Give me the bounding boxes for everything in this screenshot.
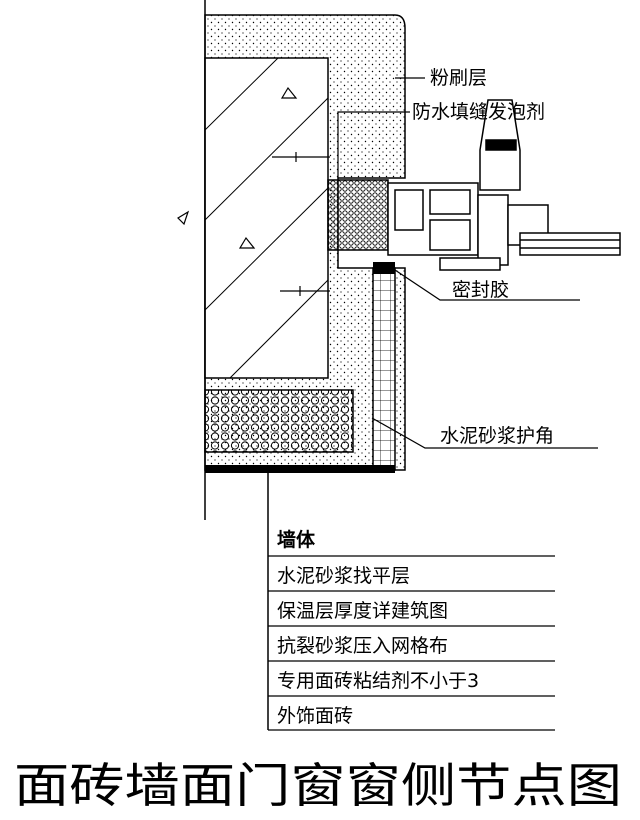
insulation-layer xyxy=(204,389,354,453)
drawing-title: 面砖墙面门窗窗侧节点图 xyxy=(14,759,622,814)
callout-mortar-corner: 水泥砂浆护角 xyxy=(440,425,554,447)
window-frame-profile xyxy=(387,99,621,271)
legend-item-facing-tile: 外饰面砖 xyxy=(277,705,353,727)
foam-infill xyxy=(327,179,389,251)
legend-item-anticrack-mesh: 抗裂砂浆压入网格布 xyxy=(277,635,448,657)
callout-plaster: 粉刷层 xyxy=(430,67,487,89)
sealant-block xyxy=(373,262,395,274)
legend-item-leveling-mortar: 水泥砂浆找平层 xyxy=(277,565,410,587)
masonry-block xyxy=(204,57,329,379)
callout-sealant: 密封胶 xyxy=(452,279,509,301)
legend-item-tile-adhesive: 专用面砖粘结剂不小于3 xyxy=(277,670,479,692)
legend-item-wall: 墙体 xyxy=(277,528,316,551)
callout-leaders xyxy=(337,77,598,449)
legend-table: 墙体 水泥砂浆找平层 保温层厚度详建筑图 抗裂砂浆压入网格布 专用面砖粘结剂不小… xyxy=(268,528,555,731)
legend-item-insulation: 保温层厚度详建筑图 xyxy=(277,600,448,622)
wall-section xyxy=(177,14,406,471)
tile-facing xyxy=(372,267,396,471)
callout-waterproof-foam: 防水填缝发泡剂 xyxy=(412,101,545,123)
